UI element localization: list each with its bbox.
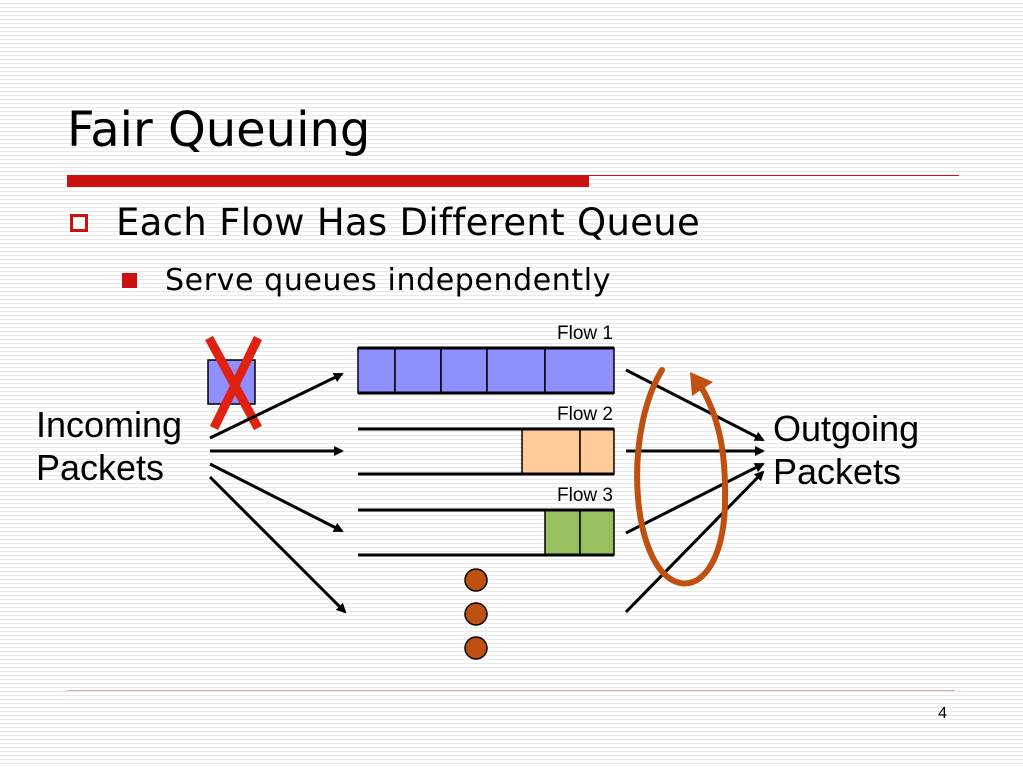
flow1-queue: Flow 1 [357,323,615,395]
flow2-packet [579,428,615,475]
incoming-label-line1: Incoming [36,404,182,445]
round-robin-arrow-icon [634,367,729,587]
hollow-square-bullet-icon [70,213,88,232]
title-underline-thick [67,175,589,187]
flow1-packet [357,347,396,394]
flow2-label: Flow 2 [557,404,613,425]
bullet-level2-text: Serve queues independently [165,262,612,298]
incoming-arrow-flow1 [209,372,344,440]
flow1-label: Flow 1 [557,323,613,344]
page-number: 4 [938,705,947,722]
outgoing-label-line2: Packets [773,451,901,492]
flow3-queue: Flow 3 [358,485,615,557]
flow2-queue: Flow 2 [358,404,615,476]
footer-divider [67,690,955,691]
flow1-packet [486,347,546,394]
incoming-arrow-more [208,475,347,614]
flow1-packet [544,347,615,394]
outgoing-arrow-flow1 [625,368,765,442]
more-flows-ellipsis [464,568,488,660]
bullet-level1: Each Flow Has Different Queue [70,200,700,245]
flow1-packet [394,347,442,394]
outgoing-label-line1: Outgoing [773,408,919,449]
bullet-level2: Serve queues independently [122,260,611,300]
incoming-arrow-flow3 [209,462,344,533]
ellipsis-dot [464,602,488,626]
incoming-arrows [208,372,347,614]
drop-x-icon [205,335,263,431]
outgoing-arrow-more [624,470,765,614]
incoming-label-line2: Packets [36,447,164,488]
flow3-packet [544,509,581,556]
flow3-packet [579,509,615,556]
flow1-packet [440,347,488,394]
flow2-packet [521,428,581,475]
ellipsis-dot [464,568,488,592]
ellipsis-dot [464,636,488,660]
outgoing-arrow-flow3 [625,462,765,535]
slide-title: Fair Queuing [67,102,371,158]
flow3-label: Flow 3 [557,485,613,506]
filled-square-bullet-icon [122,272,137,288]
title-underline-thin [589,175,959,176]
outgoing-arrows [624,368,765,614]
bullet-level1-text: Each Flow Has Different Queue [116,201,701,244]
